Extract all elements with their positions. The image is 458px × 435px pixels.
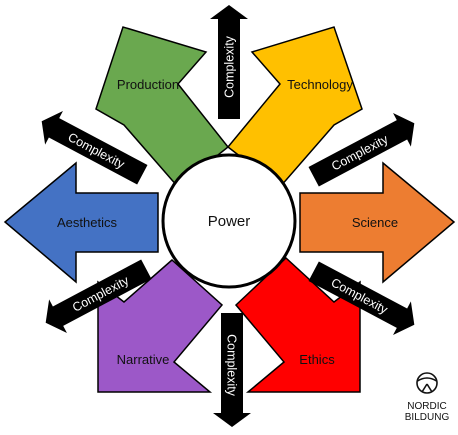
logo-text-nordic: NORDIC bbox=[407, 401, 446, 412]
complexity-label-bottom: Complexity bbox=[225, 334, 239, 397]
narrative-arrow: Narrative bbox=[97, 258, 224, 393]
aesthetics-arrow: Aesthetics bbox=[3, 161, 159, 284]
ethics-label: Ethics bbox=[299, 352, 335, 367]
complexity-label-top: Complexity bbox=[223, 35, 237, 98]
power-label: Power bbox=[208, 213, 251, 230]
logo-text-bildung: BILDUNG bbox=[405, 412, 450, 423]
complexity-arrow-top: Complexity bbox=[210, 5, 248, 119]
narrative-label: Narrative bbox=[117, 352, 170, 367]
science-arrow: Science bbox=[299, 161, 456, 284]
production-arrow: Production bbox=[95, 26, 230, 189]
nordic-bildung-logo: NORDIC BILDUNG bbox=[405, 372, 450, 423]
technology-label: Technology bbox=[287, 77, 353, 92]
steering-wheel-icon bbox=[416, 372, 438, 394]
aesthetics-label: Aesthetics bbox=[57, 215, 117, 230]
power-circle: Power bbox=[161, 153, 297, 289]
science-label: Science bbox=[352, 215, 398, 230]
technology-arrow: Technology bbox=[226, 26, 363, 189]
complexity-arrow-bottom: Complexity bbox=[213, 313, 251, 427]
production-label: Production bbox=[117, 77, 179, 92]
ethics-arrow: Ethics bbox=[234, 256, 361, 393]
